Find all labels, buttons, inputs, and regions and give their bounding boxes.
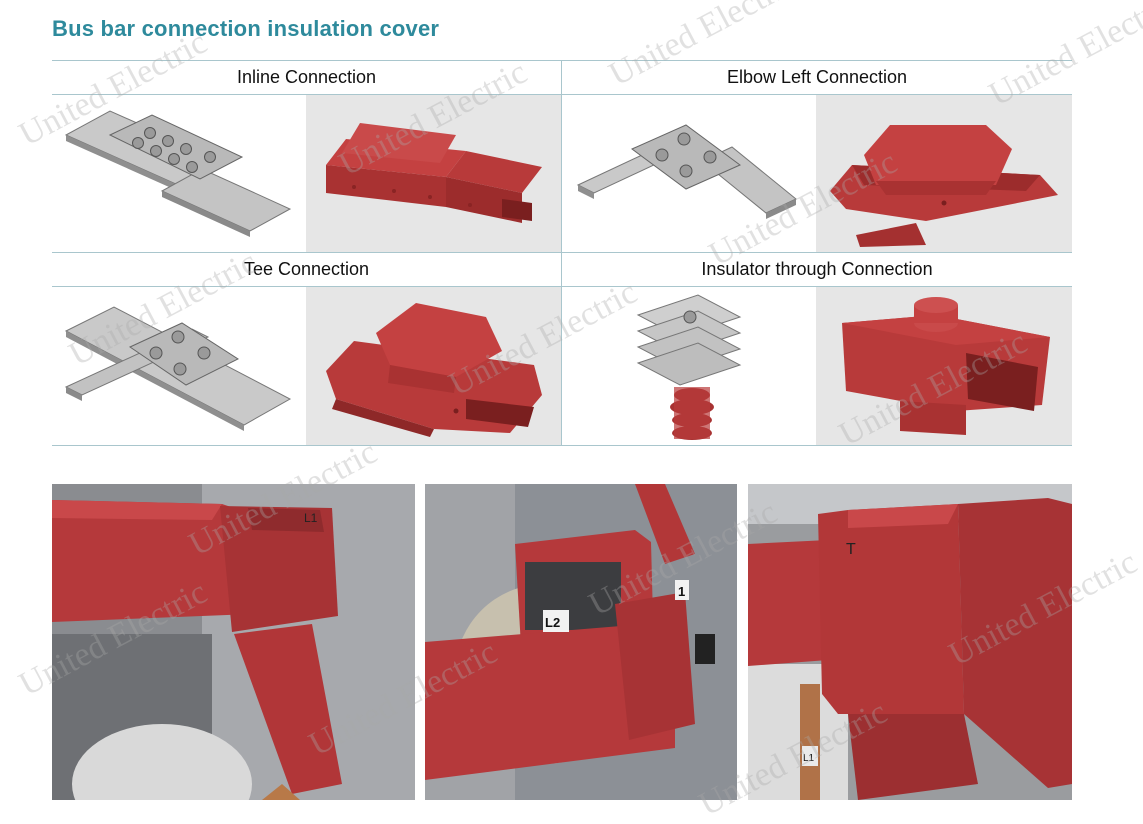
inline-cover-illustration [306, 95, 561, 252]
cell-label-elbow-left: Elbow Left Connection [726, 67, 908, 87]
cell-label-insulator-through: Insulator through Connection [701, 259, 933, 279]
phase-tag: L1 [304, 511, 318, 525]
page-title: Bus bar connection insulation cover [52, 16, 440, 41]
phase-tag-left: L2 [545, 615, 560, 630]
photo-tee-cover-installed: L2 1 [425, 484, 737, 800]
divider [52, 94, 1072, 95]
phase-tag-bottom: L1 [803, 753, 815, 764]
tee-cover-illustration [306, 287, 561, 445]
cell-label-inline: Inline Connection [236, 67, 377, 87]
elbow-left-busbar-illustration [562, 95, 816, 252]
tee-busbar-illustration [52, 287, 306, 445]
photo-elbow-cover-installed: L1 [52, 484, 415, 800]
divider [52, 60, 1072, 61]
inline-busbar-illustration [52, 95, 306, 252]
divider [52, 286, 1072, 287]
cell-label-tee: Tee Connection [243, 259, 370, 279]
connection-types-grid: Inline Connection Elbow Left Connection … [52, 60, 1072, 446]
phase-tag-right: 1 [678, 584, 685, 599]
divider [561, 60, 562, 446]
insulator-through-cover-illustration [816, 287, 1072, 445]
divider [52, 445, 1072, 446]
elbow-left-cover-illustration [816, 95, 1072, 252]
insulator-through-illustration [562, 287, 816, 445]
photo-inline-cover-installed: T L1 [748, 484, 1072, 800]
divider [52, 252, 1072, 253]
phase-tag-top: T [846, 541, 856, 558]
